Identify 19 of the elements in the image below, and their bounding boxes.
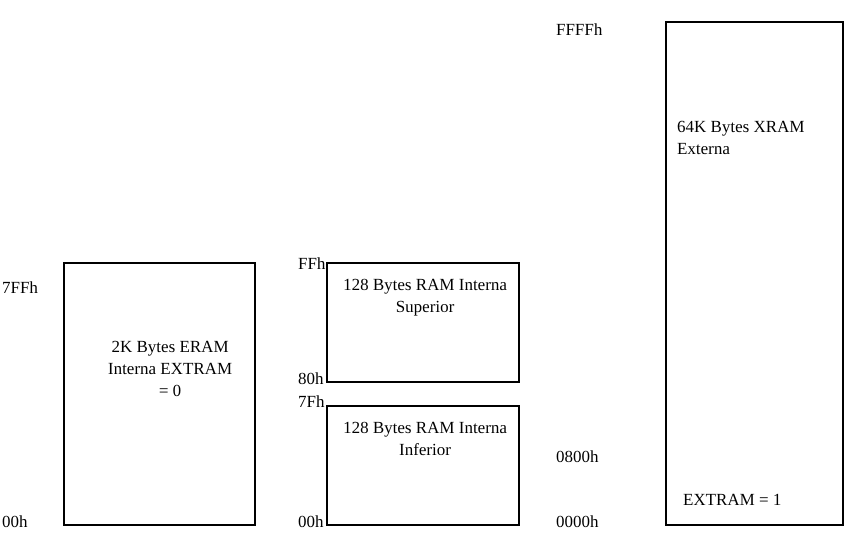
memory-block <box>665 21 844 455</box>
block-label: EXTRAM = 1 <box>683 489 782 511</box>
block-label: 64K Bytes XRAM Externa <box>677 116 806 160</box>
memory-block <box>326 405 520 526</box>
block-label: 2K Bytes ERAM Interna EXTRAM = 0 <box>106 336 234 402</box>
address-label: 0800h <box>556 447 598 467</box>
address-label: 7FFh <box>2 278 38 298</box>
address-label: 7Fh <box>298 392 324 412</box>
address-label: 00h <box>298 512 324 532</box>
address-label: 00h <box>2 512 28 532</box>
block-label: 128 Bytes RAM Interna Superior <box>342 274 508 318</box>
address-label: 0000h <box>556 512 598 532</box>
address-label: FFh <box>298 254 326 274</box>
memory-block <box>63 262 256 526</box>
memory-block <box>665 453 844 526</box>
memory-block <box>326 262 520 383</box>
address-label: FFFFh <box>556 20 602 40</box>
block-label: 128 Bytes RAM Interna Inferior <box>342 417 508 461</box>
address-label: 80h <box>298 369 324 389</box>
